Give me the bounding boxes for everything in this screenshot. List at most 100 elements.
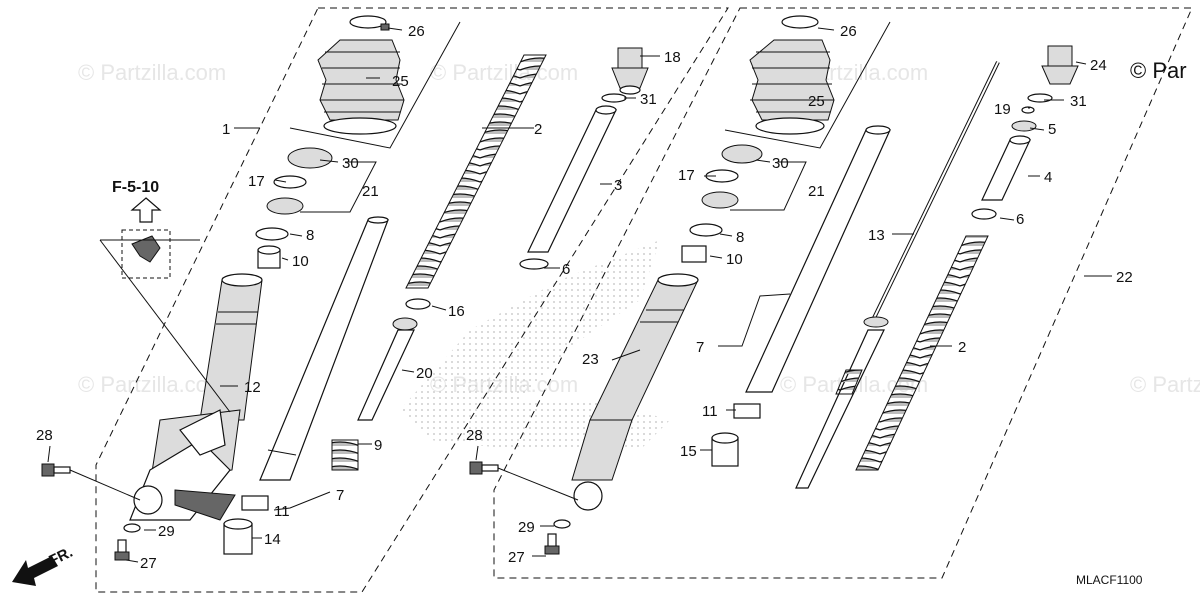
callout: 29 bbox=[158, 523, 175, 540]
reference-inset bbox=[99, 229, 231, 413]
callout: 27 bbox=[140, 555, 157, 572]
spring-seat bbox=[519, 258, 549, 270]
dust-boot bbox=[317, 39, 405, 135]
callout: 7 bbox=[696, 339, 704, 356]
spring-collar bbox=[527, 105, 617, 253]
callout: 11 bbox=[274, 503, 290, 520]
damper-cartridge bbox=[795, 61, 1000, 489]
callout: 9 bbox=[374, 437, 382, 454]
lock-nut bbox=[1011, 120, 1037, 132]
guide-bushing bbox=[223, 518, 253, 555]
back-up-ring bbox=[255, 227, 289, 241]
snap-ring bbox=[405, 298, 431, 310]
back-up-ring bbox=[689, 223, 723, 237]
callout: 25 bbox=[808, 93, 825, 110]
diagram-code: MLACF1100 bbox=[1076, 573, 1143, 587]
callout: 30 bbox=[342, 155, 359, 172]
callout: 10 bbox=[726, 251, 743, 268]
fork-outer-tube bbox=[129, 273, 263, 521]
drain-bolt bbox=[544, 533, 560, 555]
brand-watermark-shape bbox=[400, 240, 670, 450]
damper-rod bbox=[357, 317, 418, 421]
right-assembly-outline bbox=[493, 7, 1193, 579]
callout: 28 bbox=[466, 427, 483, 444]
leader-lines bbox=[47, 27, 660, 563]
callout: 16 bbox=[448, 303, 465, 320]
boot-group-outline-right bbox=[724, 21, 891, 149]
callout: 11 bbox=[702, 403, 718, 420]
fork-inner-tube bbox=[259, 216, 389, 481]
fork-cap-bolt bbox=[1041, 45, 1079, 85]
stop-ring bbox=[733, 403, 761, 419]
callout: 26 bbox=[408, 23, 425, 40]
callout: 7 bbox=[336, 487, 344, 504]
callout: 8 bbox=[306, 227, 314, 244]
callout: 6 bbox=[562, 261, 570, 278]
o-ring bbox=[1027, 93, 1053, 103]
caliper-bracket bbox=[179, 409, 226, 456]
callout: 15 bbox=[680, 443, 697, 460]
clamp-screw bbox=[380, 23, 390, 31]
callout: 2 bbox=[534, 121, 542, 138]
boot-clamp bbox=[781, 15, 819, 29]
callout: 25 bbox=[392, 73, 409, 90]
spring-collar bbox=[981, 135, 1031, 201]
watermark: © Partzilla.com bbox=[430, 60, 578, 85]
watermark: © Partzilla.com bbox=[1130, 372, 1200, 397]
callout: 12 bbox=[244, 379, 261, 396]
callout-group: 26 25 1 2 30 17 21 8 10 12 7 11 14 29 27… bbox=[36, 23, 1133, 572]
callout: 21 bbox=[362, 183, 379, 200]
fork-inner-tube bbox=[745, 125, 891, 393]
reference-label: F-5-10 bbox=[112, 179, 159, 196]
callout: 29 bbox=[518, 519, 535, 536]
watermark: © Partzilla.com bbox=[78, 372, 226, 397]
spring-seat bbox=[971, 208, 997, 220]
arrow-up-icon bbox=[130, 197, 162, 223]
top-seal-cap bbox=[287, 147, 333, 169]
o-ring bbox=[601, 93, 627, 103]
callout: 22 bbox=[1116, 269, 1133, 286]
oil-seal bbox=[701, 191, 739, 209]
stop-ring bbox=[241, 495, 269, 511]
fork-spring bbox=[855, 235, 989, 471]
callout: 19 bbox=[994, 101, 1011, 118]
top-seal-cap bbox=[721, 144, 763, 164]
fork-outer-tube bbox=[571, 273, 699, 511]
slider-bushing bbox=[681, 245, 707, 263]
drain-bolt bbox=[114, 539, 130, 561]
leader-lines-right bbox=[475, 27, 1112, 557]
sealing-washer bbox=[553, 519, 571, 529]
callout: 23 bbox=[582, 351, 599, 368]
guide-bushing bbox=[711, 432, 739, 467]
fork-spring bbox=[405, 54, 547, 289]
retaining-clip bbox=[273, 175, 307, 189]
callout: 5 bbox=[1048, 121, 1056, 138]
callout: 1 bbox=[222, 121, 230, 138]
callout: 3 bbox=[614, 177, 622, 194]
callout: 31 bbox=[1070, 93, 1087, 110]
callout: 31 bbox=[640, 91, 657, 108]
callout: 30 bbox=[772, 155, 789, 172]
callout: 17 bbox=[678, 167, 695, 184]
callout: 2 bbox=[958, 339, 966, 356]
callout: 10 bbox=[292, 253, 309, 270]
callout: 8 bbox=[736, 229, 744, 246]
fork-cap-bolt bbox=[611, 47, 649, 95]
callout: 18 bbox=[664, 49, 681, 66]
sealing-washer bbox=[123, 523, 141, 533]
callout: 6 bbox=[1016, 211, 1024, 228]
oil-seal bbox=[266, 197, 304, 215]
callout: 20 bbox=[416, 365, 433, 382]
axle-pinch-bolt bbox=[469, 461, 579, 501]
arrow-front-icon bbox=[12, 556, 58, 586]
callout: 14 bbox=[264, 531, 281, 548]
callout: 27 bbox=[508, 549, 525, 566]
callout: 17 bbox=[248, 173, 265, 190]
copyright-text: © Par bbox=[1130, 58, 1187, 83]
callout: 13 bbox=[868, 227, 885, 244]
callout: 4 bbox=[1044, 169, 1052, 186]
small-o-ring bbox=[1021, 106, 1035, 114]
callout: 28 bbox=[36, 427, 53, 444]
watermark: © Partzilla.com bbox=[78, 60, 226, 85]
